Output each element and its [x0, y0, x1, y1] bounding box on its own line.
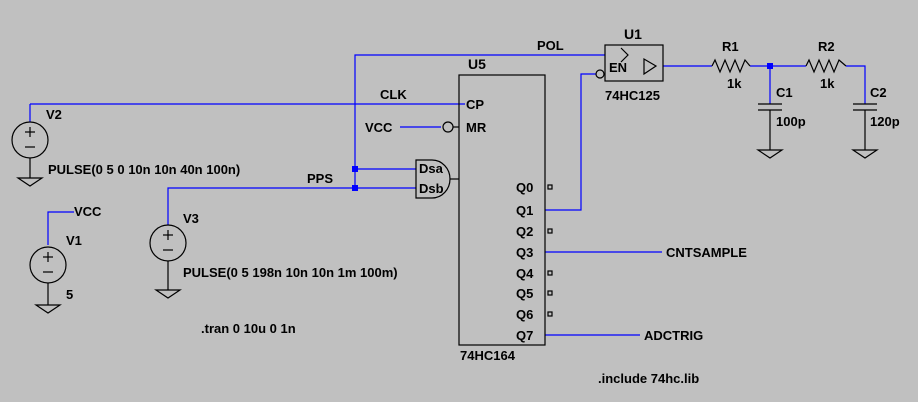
r2-ref: R2	[818, 39, 835, 54]
net-label-vcc-v1: VCC	[74, 204, 102, 219]
junction-dsa	[352, 166, 358, 172]
v2-ground-icon	[16, 177, 44, 187]
wire-v1-vcc	[47, 211, 74, 245]
wire-q1-en	[545, 73, 596, 211]
u5-body	[458, 74, 546, 346]
c1-value: 100p	[776, 114, 806, 129]
u5-out-q0: Q0	[516, 180, 533, 195]
spice-directives: .tran 0 10u 0 1n .include 74hc.lib	[201, 321, 699, 386]
r2-zigzag	[805, 58, 847, 74]
net-label-pps: PPS	[307, 171, 333, 186]
u1-en-bubble	[595, 69, 605, 79]
v2-value: PULSE(0 5 0 10n 10n 40n 100n)	[48, 162, 240, 177]
u5-out-q6: Q6	[516, 307, 533, 322]
c1-capacitor[interactable]: C1 100p	[756, 85, 806, 159]
u5-out-q2-marker	[547, 228, 553, 234]
u5-outputs: Q0 Q1 Q2 Q3 Q4 Q5 Q6 Q7	[516, 180, 553, 343]
u5-pin-dsb: Dsb	[419, 181, 444, 196]
u5-out-q4: Q4	[516, 266, 534, 281]
u1-part: 74HC125	[605, 88, 660, 103]
r1-ref: R1	[722, 39, 739, 54]
r2-resistor[interactable]: R2 1k	[805, 39, 847, 91]
u1-body	[604, 44, 664, 82]
u5-out-q5: Q5	[516, 286, 533, 301]
u5-out-q4-marker	[547, 270, 553, 276]
u1-buffer[interactable]: U1 74HC125 EN	[595, 26, 664, 103]
u5-pin-cp: CP	[466, 97, 484, 112]
u1-ref: U1	[624, 26, 642, 42]
r1-zigzag	[711, 58, 751, 74]
v2-ref: V2	[46, 107, 62, 122]
junction-pps	[352, 185, 358, 191]
junctions	[352, 63, 773, 191]
v1-value: 5	[66, 287, 73, 302]
r2-value: 1k	[820, 76, 835, 91]
v2-source[interactable]: V2 PULSE(0 5 0 10n 10n 40n 100n)	[11, 107, 240, 187]
u5-shift-register[interactable]: U5 74HC164 CP MR Dsa Dsb Q0 Q1 Q2 Q3 Q4 …	[415, 56, 553, 363]
u5-pin-dsa: Dsa	[419, 161, 444, 176]
junction-rc	[767, 63, 773, 69]
c2-value: 120p	[870, 114, 900, 129]
v3-source[interactable]: V3 PULSE(0 5 198n 10n 10n 1m 100m)	[149, 211, 398, 299]
u5-out-q1: Q1	[516, 203, 533, 218]
net-label-pol: POL	[537, 38, 564, 53]
c2-capacitor[interactable]: C2 120p	[851, 85, 900, 159]
net-label-adctrig: ADCTRIG	[644, 328, 703, 343]
directive-include[interactable]: .include 74hc.lib	[598, 371, 699, 386]
u5-out-q6-marker	[547, 311, 553, 317]
net-label-vcc-mr: VCC	[365, 120, 393, 135]
wire-pol	[354, 54, 605, 169]
wire-pps	[167, 187, 416, 225]
u5-pin-mr: MR	[466, 120, 487, 135]
u5-out-q5-marker	[547, 290, 553, 296]
v3-ground-icon	[154, 289, 182, 299]
u1-buffer-triangle	[643, 57, 658, 76]
wire-r2-c2	[846, 65, 866, 104]
c1-ground-icon	[756, 149, 784, 159]
r1-resistor[interactable]: R1 1k	[711, 39, 751, 91]
wires	[29, 54, 866, 336]
u5-out-q2: Q2	[516, 224, 533, 239]
u1-pol-arrow	[620, 47, 629, 63]
net-label-clk: CLK	[380, 87, 407, 102]
u1-pin-en: EN	[609, 60, 627, 75]
u5-out-q7: Q7	[516, 328, 533, 343]
u5-ref: U5	[468, 56, 486, 72]
c2-ref: C2	[870, 85, 887, 100]
u5-and-gate	[415, 159, 451, 199]
v1-ref: V1	[66, 233, 82, 248]
u5-part: 74HC164	[460, 348, 516, 363]
r1-value: 1k	[727, 76, 742, 91]
v1-ground-icon	[34, 304, 62, 314]
v3-ref: V3	[183, 211, 199, 226]
u5-mr-bubble	[442, 121, 454, 133]
directive-tran[interactable]: .tran 0 10u 0 1n	[201, 321, 296, 336]
v1-source[interactable]: V1 5	[29, 233, 82, 314]
v3-value: PULSE(0 5 198n 10n 10n 1m 100m)	[183, 265, 398, 280]
u5-out-q0-marker	[547, 184, 553, 190]
u5-out-q3: Q3	[516, 245, 533, 260]
net-labels: POL CLK PPS VCC VCC CNTSAMPLE ADCTRIG	[74, 38, 747, 343]
c1-ref: C1	[776, 85, 793, 100]
c2-ground-icon	[851, 149, 879, 159]
net-label-cntsample: CNTSAMPLE	[666, 245, 747, 260]
